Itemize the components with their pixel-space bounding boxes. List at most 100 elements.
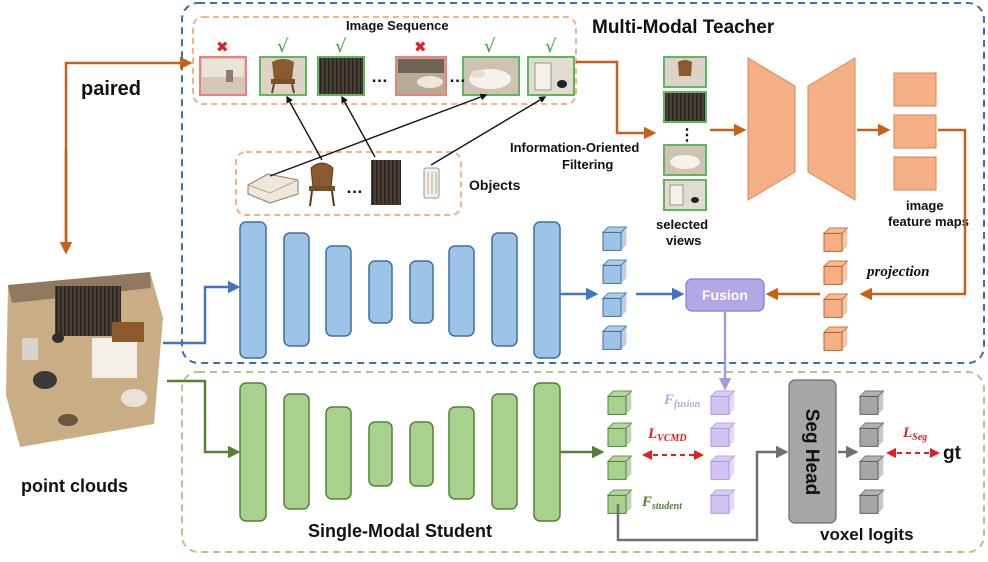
fusion-label: Fusion (702, 287, 748, 303)
f-student-label: Fstudent (641, 494, 683, 512)
teacher-unet-layer (368, 260, 393, 324)
projected-feature-cubes (822, 227, 849, 351)
object-images: … (247, 160, 440, 207)
student-unet-layer (448, 406, 475, 500)
cross-mark-2: ✖ (414, 38, 427, 56)
student-feature-cube (606, 455, 633, 480)
object-image-arrows (269, 93, 547, 177)
feature-maps-label-line1: image (906, 198, 944, 213)
fusion-feature-cubes (709, 390, 736, 514)
feature-maps-label-line2: feature maps (888, 214, 969, 229)
teacher-feature-cube (601, 226, 628, 251)
thumb-rejected-2 (395, 56, 447, 96)
voxel-logit-cube (858, 489, 885, 514)
student-to-seghead-arrow (616, 445, 789, 542)
projected-feature-cube (822, 260, 849, 285)
thumb-heater (527, 56, 575, 96)
image-feature-maps (893, 72, 937, 191)
teacher-feature-cube (601, 325, 628, 350)
student-title: Single-Modal Student (308, 521, 492, 541)
projection-label: projection (865, 264, 930, 280)
teacher-unet-layer (491, 232, 518, 347)
sequence-ellipsis-2: … (449, 67, 466, 86)
teacher-unet-layer (325, 245, 352, 337)
check-mark-1: √ (277, 36, 289, 57)
cloud-to-teacher-arrow (163, 280, 241, 345)
projected-feature-cube (822, 293, 849, 318)
l-vcmd-label: LVCMD (647, 426, 687, 444)
object-bed (247, 173, 299, 204)
point-clouds-label: point clouds (21, 476, 128, 496)
object-chair (309, 162, 335, 207)
teacher-unet-layer (448, 245, 475, 337)
thumb-chair (259, 56, 307, 96)
teacher-feature-cube (601, 292, 628, 317)
image-sequence-label: Image Sequence (346, 18, 449, 33)
filtering-label-line1: Information-Oriented (510, 140, 639, 155)
student-feature-cube (606, 489, 633, 514)
selected-views-dots: ⋮ (679, 127, 695, 144)
seg-head-block (788, 379, 837, 524)
thumb-bed (462, 56, 520, 96)
sequence-ellipsis-1: … (371, 67, 388, 86)
check-mark-3: √ (484, 36, 496, 57)
teacher-frame (181, 2, 985, 364)
student-unet (239, 382, 561, 522)
student-unet-layer (368, 421, 393, 487)
l-seg-label: LSeg (902, 425, 927, 443)
projected-feature-cube (822, 227, 849, 252)
teacher-title: Multi-Modal Teacher (592, 17, 775, 38)
selected-views-label-line1: selected (656, 217, 708, 232)
thumb-rejected-1 (199, 56, 247, 96)
voxel-logit-cubes (858, 390, 885, 514)
image-thumbnails: … … (199, 56, 575, 96)
thumb-curtain-1 (317, 56, 365, 96)
student-frame (181, 371, 985, 553)
fusion-feature-cube (709, 455, 736, 480)
student-unet-layer (283, 393, 310, 510)
image-decoder (807, 57, 856, 201)
student-feature-cube (606, 422, 633, 447)
check-mark-2: √ (335, 36, 347, 57)
fusion-feature-cube (709, 390, 736, 415)
teacher-unet-layer (409, 260, 434, 324)
student-feature-cube (606, 390, 633, 415)
projected-feature-cube (822, 326, 849, 351)
voxel-logits-label: voxel logits (820, 525, 914, 544)
point-cloud-scene (6, 272, 163, 447)
gt-label: gt (943, 443, 962, 464)
fusion-feature-cube (709, 422, 736, 447)
seg-head-label: Seg Head (801, 409, 822, 496)
student-feature-cubes (606, 390, 633, 514)
objects-ellipsis: … (346, 178, 363, 197)
image-network (747, 57, 856, 201)
objects-label: Objects (469, 177, 521, 193)
object-curtain (371, 160, 401, 205)
voxel-logit-cube (858, 390, 885, 415)
teacher-unet-layer (239, 221, 267, 359)
teacher-feature-cube (601, 259, 628, 284)
projection-arrow (859, 128, 967, 301)
image-sequence-frame (192, 16, 577, 105)
student-unet-layer (239, 382, 267, 522)
fusion-feature-cube (709, 489, 736, 514)
teacher-unet-layer (533, 221, 561, 359)
image-encoder (747, 57, 796, 201)
student-unet-layer (325, 406, 352, 500)
teacher-unet (239, 221, 561, 359)
student-unet-layer (533, 382, 561, 522)
selected-views-label-line2: views (666, 233, 701, 248)
teacher-unet-layer (283, 232, 310, 347)
objects-frame (235, 151, 462, 216)
check-mark-4: √ (545, 36, 557, 57)
f-fusion-label: Ffusion (663, 392, 701, 410)
filtering-label-line2: Filtering (562, 157, 613, 172)
voxel-logit-cube (858, 455, 885, 480)
teacher-output-cubes (601, 226, 628, 350)
sequence-to-filter-arrow (576, 60, 657, 140)
cloud-to-student-arrow (167, 379, 241, 459)
selection-marks: ✖ √ √ ✖ √ √ (216, 36, 557, 57)
selected-views: ⋮ (663, 56, 707, 211)
paired-label: paired (81, 78, 141, 100)
